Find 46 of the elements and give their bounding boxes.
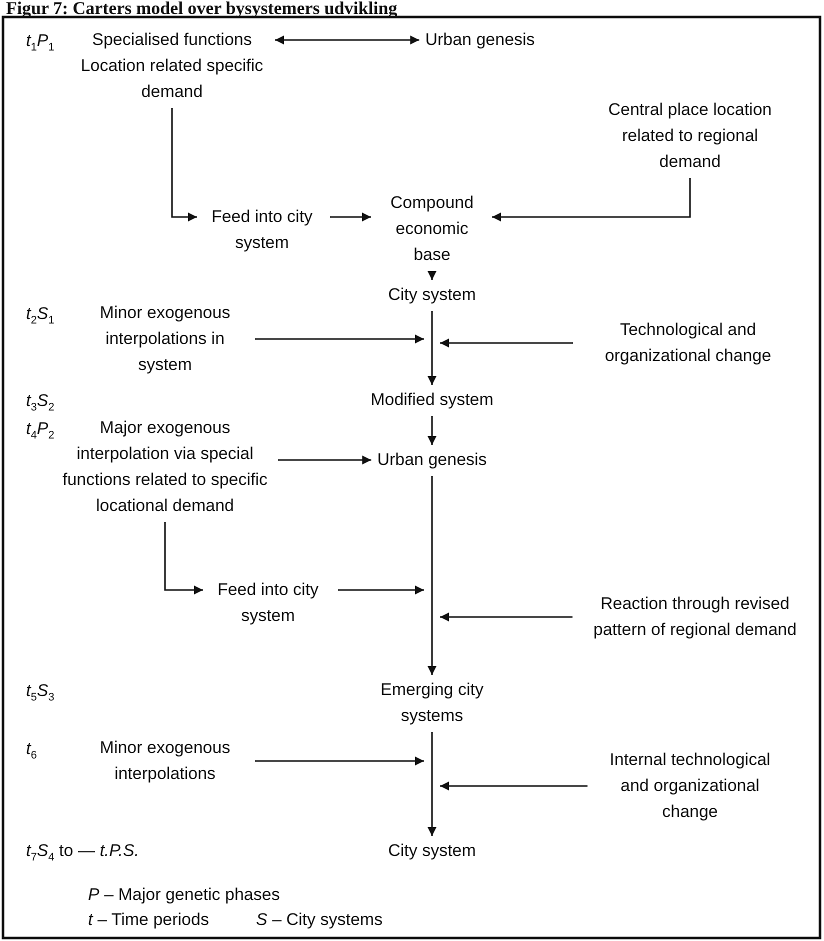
arrow — [171, 108, 197, 222]
key-text: P – Major genetic phases — [88, 884, 280, 906]
flow-text: Location related specific demand — [80, 55, 264, 103]
arrow — [330, 212, 371, 222]
period-label: t$_{4}$P$_{2}$ — [26, 418, 54, 444]
flow-text: Modified system — [370, 389, 494, 411]
arrow — [428, 311, 436, 385]
key-text: S – City systems — [256, 909, 383, 931]
flow-text: Internal technological and organizational change — [608, 749, 772, 823]
arrow — [440, 612, 572, 622]
period-label: t$_{2}$S$_{1}$ — [26, 303, 54, 328]
figure-title: Figur 7: Carters model over bysystemers udvikling — [6, 0, 398, 17]
arrow — [428, 476, 436, 675]
arrow — [278, 456, 372, 464]
period-label: t$_{3}$S$_{2}$ — [26, 390, 54, 416]
arrow — [440, 338, 573, 348]
arrow — [428, 271, 436, 280]
arrow — [440, 782, 588, 790]
flow-text: Compound economic base — [389, 192, 475, 266]
flow-text: Minor exogenous interpolations — [98, 737, 232, 785]
arrow — [338, 586, 424, 594]
arrow — [255, 334, 424, 344]
arrow — [428, 732, 436, 836]
flow-text: Urban genesis — [425, 29, 535, 51]
arrow — [492, 178, 691, 222]
arrow — [275, 36, 420, 44]
flow-text: Reaction through revised pattern of regional demand — [592, 593, 798, 641]
flow-text: Urban genesis — [377, 449, 487, 471]
flow-text: Emerging city systems — [380, 679, 484, 727]
arrow — [428, 416, 436, 445]
flow-text: City system — [388, 284, 476, 306]
flow-text: Central place location related to regional demand — [607, 99, 773, 173]
flow-text: Feed into city system — [216, 579, 320, 627]
period-label: t$_{5}$S$_{3}$ — [26, 680, 54, 706]
arrow — [255, 756, 424, 766]
key-text: t – Time periods — [88, 909, 209, 931]
arrow — [164, 522, 203, 594]
period-label: t$_{1}$P$_{1}$ — [26, 30, 54, 56]
flow-text: Technological and organizational change — [604, 319, 772, 367]
flow-text: Major exogenous interpolation via special functions related to specific locational demand — [61, 417, 269, 517]
period-label: t$_{7}$S$_{4}$ to — t.P.S. — [26, 840, 140, 866]
flow-text: Minor exogenous interpolations in system — [98, 302, 232, 376]
flow-text: Feed into city system — [210, 206, 314, 254]
period-label: t$_{6}$ — [26, 738, 37, 764]
flow-text: Specialised functions — [91, 29, 253, 51]
flow-text: City system — [388, 840, 476, 862]
